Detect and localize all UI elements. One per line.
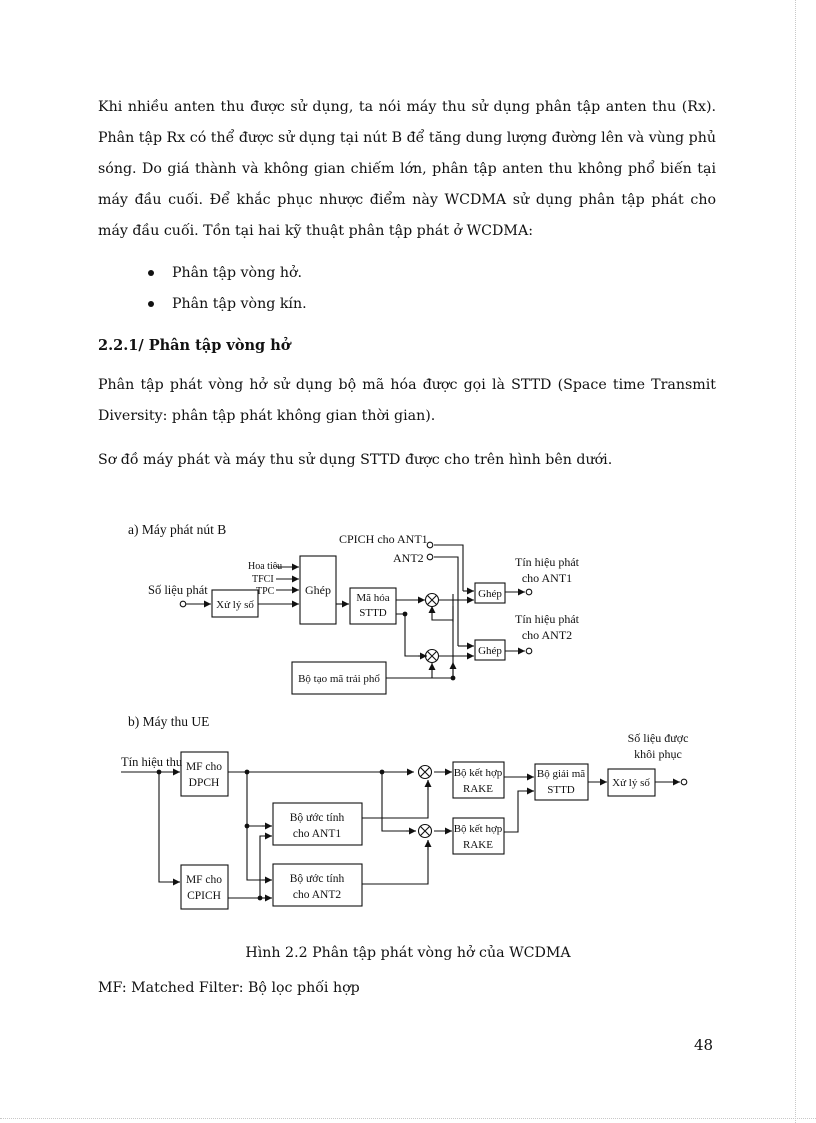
figure-caption: Hình 2.2 Phân tập phát vòng hở của WCDMA <box>245 945 571 961</box>
block-mux <box>299 555 337 625</box>
block-label: Ghép <box>478 645 502 657</box>
block-label: Ghép <box>305 583 331 597</box>
list-item-text: Phân tập vòng kín. <box>172 296 307 312</box>
block-decoder <box>534 763 589 801</box>
intro-paragraph: Khi nhiều anten thu được sử dụng, ta nói… <box>98 99 716 239</box>
block-rake-1 <box>452 761 505 799</box>
footnote: MF: Matched Filter: Bộ lọc phối hợp <box>98 980 360 996</box>
output-label: Tín hiệu phát <box>515 555 580 569</box>
block-estimator-ant2 <box>272 863 363 907</box>
block-label: Bộ kết hợp <box>454 767 503 779</box>
block-encoder <box>349 587 397 625</box>
block-label: MF cho <box>186 874 222 886</box>
block-mux-ant2 <box>474 639 506 661</box>
block-label: cho ANT1 <box>293 828 341 840</box>
block-label: RAKE <box>463 839 493 851</box>
diagram-intro-paragraph: Sơ đồ máy phát và máy thu sử dụng STTD đ… <box>98 452 613 468</box>
block-label: Bộ ước tính <box>290 873 345 885</box>
list-item: Phân tập vòng hở. <box>148 258 307 289</box>
page-border <box>795 0 796 1123</box>
block-label: Ghép <box>478 588 502 600</box>
block-label: Bộ kết hợp <box>454 823 503 835</box>
bullet-icon <box>148 270 154 276</box>
list-item-text: Phân tập vòng hở. <box>172 265 303 281</box>
block-process <box>211 589 259 618</box>
block-mf-dpch <box>180 751 229 797</box>
page-border <box>0 1118 816 1119</box>
block-process-rx <box>607 768 656 797</box>
output-label: Tín hiệu phát <box>515 612 580 626</box>
section-heading: 2.2.1/ Phân tập vòng hở <box>98 337 291 354</box>
part-a-title: a) Máy phát nút B <box>128 522 226 537</box>
block-label: Mã hóa <box>356 592 389 604</box>
tfci-label: TFCI <box>252 574 274 585</box>
block-label: Bộ ước tính <box>290 812 345 824</box>
output-label: khôi phục <box>634 747 682 761</box>
output-label: cho ANT2 <box>522 628 572 642</box>
multiplier-icon <box>424 648 440 664</box>
block-label: CPICH <box>187 890 221 902</box>
ant2-label: ANT2 <box>393 551 424 565</box>
block-rake-2 <box>452 817 505 855</box>
block-mf-cpich <box>180 864 229 910</box>
page-number: 48 <box>694 1036 714 1054</box>
block-label: Xử lý số <box>612 777 650 789</box>
output-label: Số liệu được <box>628 731 689 745</box>
bullet-icon <box>148 301 154 307</box>
tpc-label: TPC <box>256 586 275 597</box>
multiplier-icon <box>424 592 440 608</box>
output-label: cho ANT1 <box>522 571 572 585</box>
block-spreader <box>291 661 387 695</box>
multiplier-icon <box>417 764 433 780</box>
sttd-paragraph: Phân tập phát vòng hở sử dụng bộ mã hóa … <box>98 377 716 424</box>
block-label: Bộ tạo mã trải phổ <box>298 673 380 685</box>
block-label: MF cho <box>186 761 222 773</box>
block-label: STTD <box>547 784 575 796</box>
input-label: Số liệu phát <box>148 583 208 597</box>
block-label: Bộ giải mã <box>537 768 585 780</box>
bullet-list: Phân tập vòng hở. Phân tập vòng kín. <box>148 258 307 320</box>
part-b-title: b) Máy thu UE <box>128 714 209 729</box>
list-item: Phân tập vòng kín. <box>148 289 307 320</box>
input-label: Tín hiệu thu <box>121 755 183 769</box>
block-label: cho ANT2 <box>293 889 341 901</box>
multiplier-icon <box>417 823 433 839</box>
block-label: Xử lý số <box>216 599 254 611</box>
block-mux-ant1 <box>474 582 506 604</box>
block-label: STTD <box>359 607 387 619</box>
block-estimator-ant1 <box>272 802 363 846</box>
block-label: RAKE <box>463 783 493 795</box>
pilot-label: Hoa tiêu <box>248 561 282 572</box>
cpich-label: CPICH cho ANT1 <box>339 532 428 546</box>
block-label: DPCH <box>189 777 220 789</box>
